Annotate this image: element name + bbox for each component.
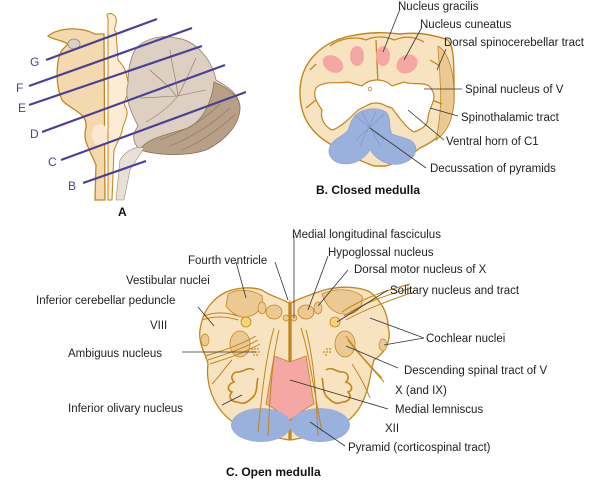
peduncle-stub (115, 147, 145, 201)
label-dorsal-motor-nucleus-of-x: Dorsal motor nucleus of X (354, 264, 487, 276)
open-medulla-right-half (290, 286, 390, 441)
cut-lines (28, 17, 247, 185)
label-cochlear-nuclei: Cochlear nuclei (426, 333, 505, 345)
label-inferior-cerebellar-peduncle: Inferior cerebellar peduncle (36, 295, 175, 307)
cut-letter-c: C (48, 155, 57, 169)
cut-line-d (41, 63, 226, 134)
dorsal-spinocerebellar-tract-region (435, 45, 455, 141)
brainstem (46, 28, 106, 201)
nucleus-gracilis-right (376, 46, 390, 66)
panel-a: G F E D C B A (16, 13, 247, 219)
dorsal-motor-nucleus-x-left (257, 301, 267, 315)
central-canal (367, 86, 373, 92)
nerve-rootlets (201, 283, 415, 437)
medial-lemniscus (265, 355, 315, 421)
spinal-v-nucleus-right (334, 330, 356, 358)
label-vestibular-nuclei: Vestibular nuclei (126, 275, 210, 287)
label-nucleus-cuneatus: Nucleus cuneatus (420, 19, 512, 31)
label-spinal-nucleus-of-v: Spinal nucleus of V (465, 84, 564, 96)
cut-letter-f: F (16, 81, 23, 95)
cut-letter-e: E (18, 101, 26, 115)
dorsal-motor-nucleus-x-right (313, 301, 323, 315)
label-xii: XII (385, 423, 399, 435)
label-nucleus-gracilis: Nucleus gracilis (398, 1, 479, 13)
label-solitary-nucleus-and-tract: Solitary nucleus and tract (390, 285, 520, 297)
cut-line-e (28, 44, 203, 107)
cochlear-nucleus-right (378, 338, 388, 352)
panel-b-leaders (369, 8, 462, 169)
cochlear-nucleus-left (200, 333, 210, 347)
label-medial-longitudinal-fasciculus: Medial longitudinal fasciculus (292, 229, 441, 241)
nucleus-cuneatus-right (396, 54, 418, 74)
cut-line-g (45, 17, 158, 62)
dorsal-segments (305, 36, 443, 109)
label-medial-lemniscus: Medial lemniscus (395, 404, 483, 416)
cut-letter-g: G (30, 55, 39, 69)
solitary-nucleus-left (240, 316, 252, 328)
panel-c-caption: C. Open medulla (226, 465, 321, 479)
cut-letter-d: D (30, 127, 39, 141)
decussation-fibers (355, 111, 385, 147)
decussation-of-pyramids (328, 108, 417, 165)
cut-line-c (60, 90, 247, 162)
label-spinothalamic-tract: Spinothalamic tract (461, 112, 560, 124)
label-descending-spinal-tract-of-v: Descending spinal tract of V (404, 365, 548, 377)
gray-matter-butterfly (314, 79, 435, 133)
pyramid-right (290, 408, 350, 442)
pyramid-left (231, 408, 291, 442)
label-hypoglossal-nucleus: Hypoglossal nucleus (328, 247, 434, 259)
label-x-and-ix: X (and IX) (395, 385, 447, 397)
cut-letter-b: B (68, 179, 76, 193)
hypoglossal-nucleus-left (265, 304, 283, 320)
nucleus-gracilis-left (322, 55, 344, 73)
label-inferior-olivary-nucleus: Inferior olivary nucleus (68, 403, 183, 415)
solitary-nucleus-right (329, 316, 341, 328)
label-dorsal-spinocerebellar-tract: Dorsal spinocerebellar tract (444, 37, 585, 49)
panel-b-caption: B. Closed medulla (316, 183, 420, 197)
vestibular-nuclei-right (321, 289, 363, 315)
label-ventral-horn-of-c1: Ventral horn of C1 (446, 136, 539, 148)
cut-line-f (28, 26, 193, 88)
panel-b: Nucleus gracilis Nucleus cuneatus Dorsal… (299, 1, 585, 197)
label-decussation-of-pyramids: Decussation of pyramids (430, 163, 556, 175)
hypoglossal-nucleus-right (297, 304, 315, 320)
label-pyramid-corticospinal-tract: Pyramid (corticospinal tract) (348, 442, 491, 454)
label-fourth-ventricle: Fourth ventricle (188, 255, 267, 267)
ambiguus-nucleus-dots (251, 348, 331, 356)
panel-c: Fourth ventricle Vestibular nuclei Infer… (36, 229, 548, 479)
label-ambiguus-nucleus: Ambiguus nucleus (68, 348, 162, 360)
inferior-olivary-nucleus-left (227, 367, 259, 405)
inferior-olivary-nucleus-right (321, 367, 353, 405)
pons-highlight (92, 124, 108, 146)
mlf-left (282, 314, 290, 322)
nucleus-cuneatus-left (350, 46, 364, 66)
panel-c-leaders (182, 236, 425, 447)
cut-line-b (82, 159, 147, 185)
panel-a-caption: A (118, 205, 127, 219)
label-viii: VIII (150, 320, 167, 332)
